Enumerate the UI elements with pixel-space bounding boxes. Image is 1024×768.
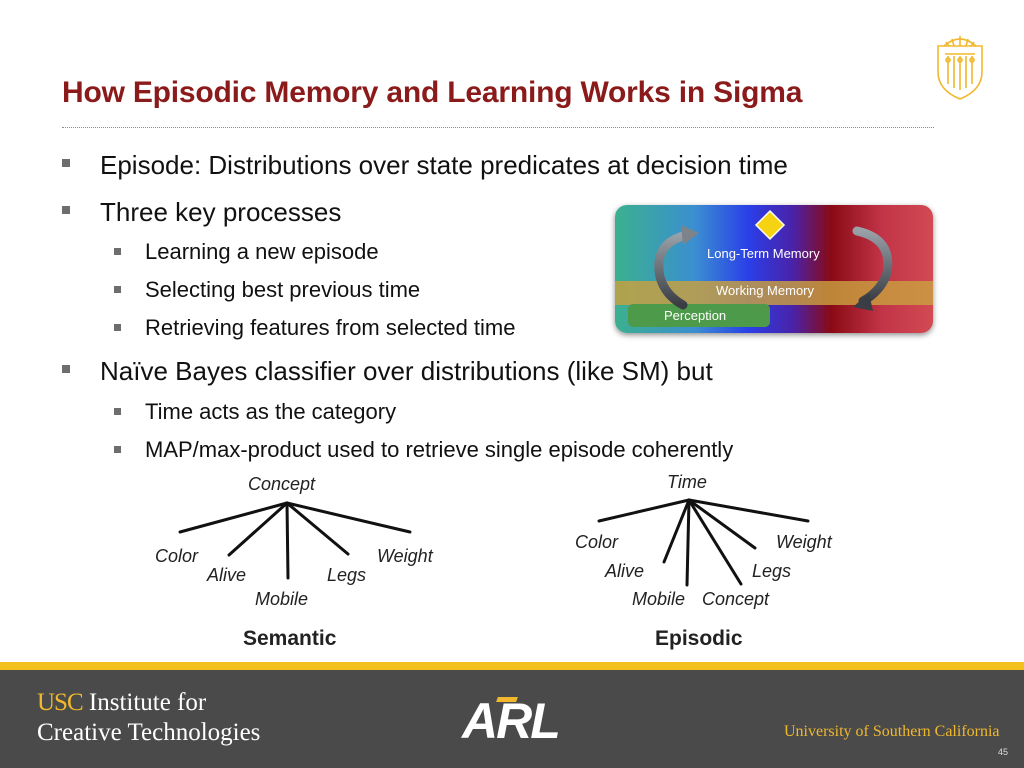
diamond-icon — [754, 209, 786, 241]
perception-box — [628, 304, 770, 327]
episodic-root-label: Time — [667, 472, 707, 492]
bullet-text: Episode: Distributions over state predic… — [100, 150, 788, 180]
perception-label: Perception — [664, 308, 727, 323]
episodic-leaf-label: Concept — [702, 589, 770, 609]
bullet-square-icon — [62, 365, 70, 373]
bullet-square-icon — [114, 286, 121, 293]
tree-lines — [178, 498, 810, 587]
sub-bullet-text: MAP/max-product used to retrieve single … — [145, 437, 734, 462]
bullet-square-icon — [114, 248, 121, 255]
bullet-text: Naïve Bayes classifier over distribution… — [100, 356, 713, 386]
ict-logo-line2: Creative Technologies — [37, 719, 261, 746]
bullet-square-icon — [114, 408, 121, 415]
ict-line1-text: Institute for — [88, 689, 207, 716]
episodic-caption: Episodic — [655, 627, 743, 650]
ict-logo-line1: USC Institute for — [37, 689, 206, 717]
arl-logo-accent — [496, 697, 518, 702]
semantic-leaf-label: Legs — [327, 565, 367, 585]
bullet-square-icon — [62, 206, 70, 214]
title-divider — [62, 127, 934, 128]
sub-bullet-text: Learning a new episode — [145, 239, 379, 264]
arl-logo: ARL — [462, 693, 561, 749]
footer-bar — [0, 670, 1024, 768]
episodic-leaf-label: Legs — [752, 561, 792, 581]
semantic-leaf-label: Alive — [207, 565, 247, 585]
page-number: 45 — [998, 747, 1009, 757]
bullet-square-icon — [114, 446, 121, 453]
semantic-root-label: Concept — [248, 474, 316, 494]
episodic-leaf-label: Color — [575, 532, 619, 552]
architecture-diagram: Long-Term Memory Working Memory Percepti… — [615, 205, 933, 333]
semantic-caption: Semantic — [243, 627, 337, 650]
semantic-leaf-label: Weight — [377, 546, 433, 566]
episodic-leaf-label: Weight — [776, 532, 832, 552]
bullet-square-icon — [114, 324, 121, 331]
episodic-leaf-label: Mobile — [632, 589, 686, 609]
cycle-arrow-icon — [654, 209, 893, 311]
bullet-square-icon — [62, 159, 70, 167]
sub-bullet-text: Retrieving features from selected time — [145, 315, 516, 340]
slide-title: How Episodic Memory and Learning Works i… — [62, 76, 803, 109]
usc-wordmark: University of Southern California — [784, 723, 1000, 740]
wm-label: Working Memory — [716, 283, 815, 298]
ict-usc-mark: USC — [37, 689, 84, 716]
sub-bullet-text: Time acts as the category — [145, 399, 397, 424]
bullet-text: Three key processes — [100, 197, 342, 227]
sub-bullet-text: Selecting best previous time — [145, 277, 421, 302]
usc-seal-icon — [937, 36, 983, 100]
footer-stripe — [0, 662, 1024, 670]
episodic-leaf-label: Alive — [605, 561, 645, 581]
ltm-label: Long-Term Memory — [707, 246, 820, 261]
semantic-leaf-label: Mobile — [255, 589, 309, 609]
semantic-leaf-label: Color — [155, 546, 199, 566]
